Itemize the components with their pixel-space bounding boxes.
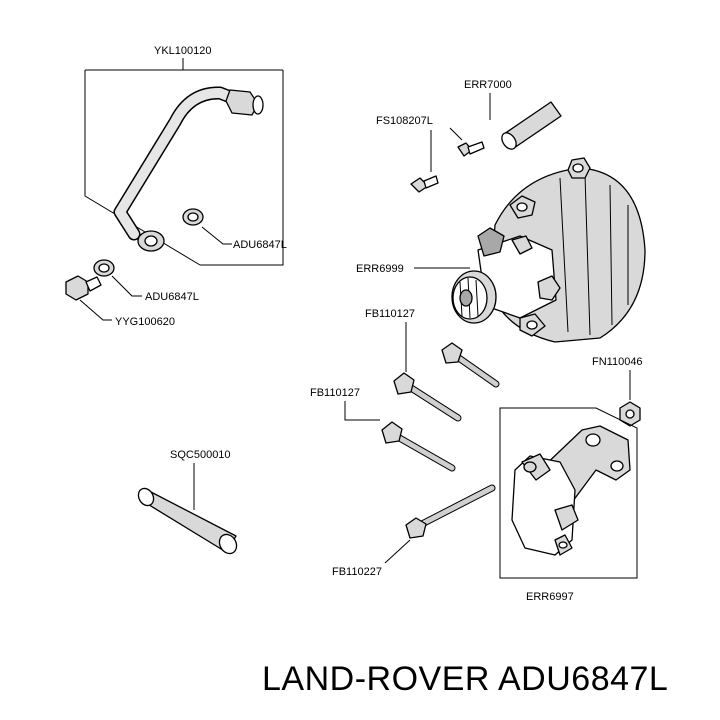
bolt-middle-part: [381, 421, 456, 472]
label-bolt-lower: FB110227: [332, 566, 382, 578]
bracket-group: ERR6997: [499, 407, 638, 603]
alternator-part: [451, 157, 646, 343]
washer-lower-part: [93, 259, 115, 277]
label-washer-lower: ADU6847L: [145, 291, 199, 303]
label-washer-upper: ADU6847L: [233, 239, 287, 251]
bolt-upper-second-part: [393, 372, 462, 422]
union-bolt-part: [65, 275, 102, 301]
label-bolt-upper: FB110127: [365, 308, 415, 320]
part-caption: LAND-ROVER ADU6847L: [262, 660, 669, 698]
pin-part: [501, 101, 562, 150]
bracket-part: [511, 425, 631, 556]
bolt-lower-group: FB110227: [332, 484, 496, 578]
nut-group: FN110046: [592, 356, 643, 427]
pipe-group: YKL100120 ADU6847L ADU6847L: [65, 45, 287, 328]
label-screw: FS108207L: [376, 115, 433, 127]
pin-group: ERR7000: [464, 79, 562, 150]
label-alternator: ERR6999: [356, 263, 404, 275]
bolt-upper-group: FB110127: [365, 308, 500, 422]
nut-part: [619, 401, 641, 427]
screw-group: FS108207L: [376, 115, 485, 193]
sleeve-tube-part: [137, 487, 238, 555]
washer-upper-part: [182, 208, 204, 226]
label-bolt-middle: FB110127: [310, 387, 360, 399]
label-bracket: ERR6997: [526, 591, 574, 603]
label-nut: FN110046: [592, 356, 643, 368]
screw-lower-part: [410, 175, 439, 193]
alternator-group: ERR6999: [356, 157, 646, 343]
label-union-bolt: YYG100620: [115, 316, 175, 328]
screw-upper-part: [457, 141, 485, 157]
bolt-upper-part: [441, 342, 500, 388]
bolt-middle-group: FB110127: [310, 387, 456, 472]
oil-pipe-part: [113, 86, 264, 252]
sleeve-group: SQC500010: [137, 449, 238, 555]
label-sleeve: SQC500010: [170, 449, 231, 461]
label-pipe: YKL100120: [154, 45, 212, 57]
bolt-lower-part: [405, 484, 496, 539]
label-pin: ERR7000: [464, 79, 512, 91]
